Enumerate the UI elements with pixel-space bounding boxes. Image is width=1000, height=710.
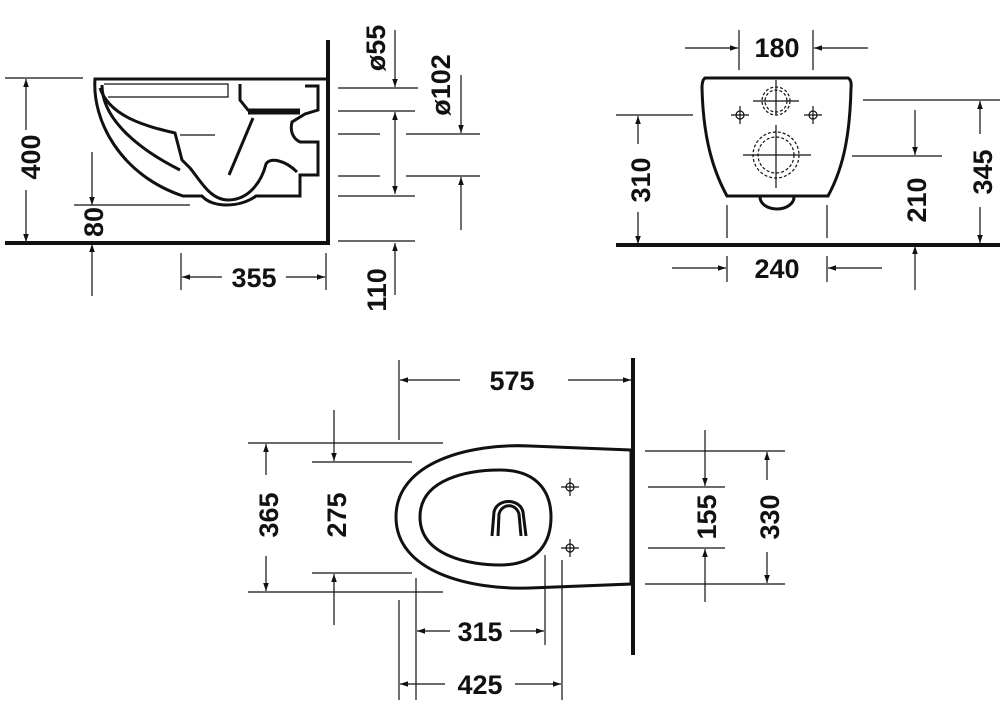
dimension-155: 155 (692, 494, 722, 539)
dimension-110: 110 (362, 268, 392, 312)
fixing-holes (731, 80, 822, 188)
dimension-80: 80 (79, 207, 109, 237)
dimension-400: 400 (16, 134, 46, 179)
dimension-425: 425 (457, 670, 502, 700)
dimension-310: 310 (626, 157, 656, 202)
dimension-180: 180 (754, 33, 799, 63)
top-view: 575 365 275 155 330 315 42 (248, 358, 785, 700)
dimension-355: 355 (231, 263, 276, 293)
dimension-240: 240 (754, 254, 799, 284)
toilet-top-outline (394, 444, 633, 590)
rear-view: 180 310 240 210 345 (616, 30, 1000, 290)
toilet-side-outline (93, 77, 327, 207)
dimension-575: 575 (489, 366, 534, 396)
dimension-315: 315 (457, 617, 502, 647)
dimension-345: 345 (968, 149, 998, 194)
dimension-diameter-55: ø55 (361, 25, 391, 72)
dimension-330: 330 (755, 494, 785, 539)
side-view: 400 80 355 ø55 ø102 110 (5, 25, 480, 312)
toilet-rear-outline (700, 76, 853, 198)
dimension-275: 275 (322, 492, 352, 537)
dimension-210: 210 (902, 177, 932, 222)
dimension-365: 365 (254, 492, 284, 537)
dimension-diameter-102: ø102 (426, 54, 456, 116)
